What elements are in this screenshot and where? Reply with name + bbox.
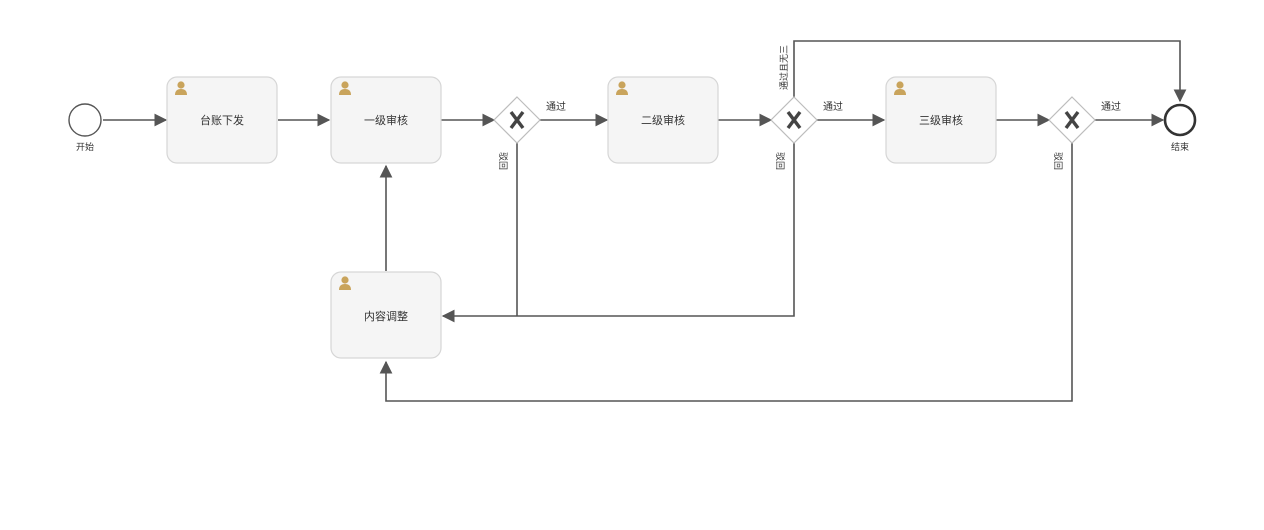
user-icon: [339, 81, 351, 95]
exclusive-gateway-x-icon: [509, 110, 525, 130]
task-review1[interactable]: 一级审核: [330, 76, 442, 164]
task-adjust-label: 内容调整: [364, 309, 408, 323]
start-event-label: 开始: [76, 141, 94, 153]
flow-label-g3-pass: 通过: [1101, 100, 1121, 113]
exclusive-gateway-3[interactable]: [1048, 96, 1096, 144]
flow-label-g3-reject: 驳回: [1052, 152, 1063, 170]
flow-label-g1-pass: 通过: [546, 100, 566, 113]
user-icon: [616, 81, 628, 95]
sequence-flows: [103, 40, 1187, 402]
start-event[interactable]: [68, 103, 102, 137]
user-icon: [894, 81, 906, 95]
flow-gateway2-to-end[interactable]: [793, 40, 1187, 103]
user-icon: [175, 81, 187, 95]
exclusive-gateway-x-icon: [786, 110, 802, 130]
exclusive-gateway-1[interactable]: [493, 96, 541, 144]
flow-gateway3-reject-to-adjust[interactable]: [379, 143, 1073, 402]
task-review2[interactable]: 二级审核: [607, 76, 719, 164]
task-adjust[interactable]: 内容调整: [330, 271, 442, 359]
flow-label-g1-reject: 驳回: [497, 152, 508, 170]
user-icon: [339, 276, 351, 290]
task-review3[interactable]: 三级审核: [885, 76, 997, 164]
task-review1-label: 一级审核: [364, 113, 408, 127]
task-issue[interactable]: 台账下发: [166, 76, 278, 164]
task-review3-label: 三级审核: [919, 113, 963, 127]
exclusive-gateway-2[interactable]: [770, 96, 818, 144]
end-event-label: 结束: [1171, 141, 1189, 153]
flow-label-g2-end: 通过且无三: [778, 45, 790, 90]
task-review2-label: 二级审核: [641, 113, 685, 127]
flow-label-g2-pass: 通过: [823, 100, 843, 113]
flow-label-g2-reject: 驳回: [774, 152, 785, 170]
exclusive-gateway-x-icon: [1064, 110, 1080, 130]
flow-gateway2-reject-to-adjust[interactable]: [441, 143, 795, 323]
task-issue-label: 台账下发: [200, 113, 244, 127]
end-event[interactable]: [1163, 103, 1197, 137]
